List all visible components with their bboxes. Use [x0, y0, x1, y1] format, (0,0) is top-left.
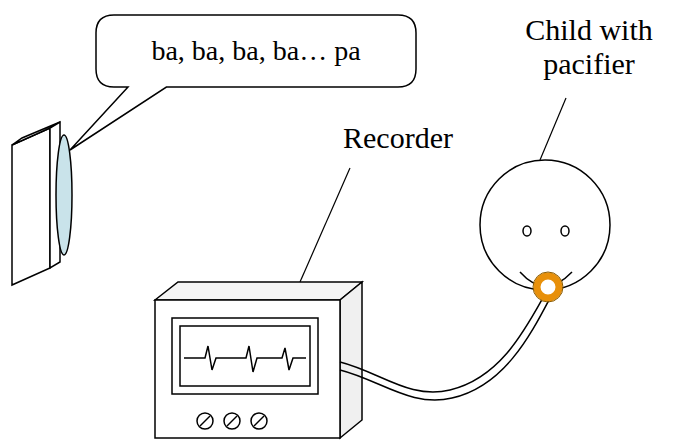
speech-bubble: ba, ba, ba, ba… pa	[96, 15, 416, 87]
recorder-box	[155, 282, 362, 438]
part-label: Recorder	[343, 121, 453, 156]
leader-line	[540, 98, 566, 160]
cable	[340, 296, 550, 400]
knobs	[197, 413, 267, 429]
speech-text: ba, ba, ba, ba… pa	[151, 36, 360, 67]
pacifier	[537, 276, 559, 298]
leader-line	[300, 168, 350, 282]
callout-label: Child with pacifier	[499, 13, 679, 82]
speaker	[12, 122, 72, 285]
waveform	[184, 346, 306, 372]
child-face	[480, 160, 610, 302]
